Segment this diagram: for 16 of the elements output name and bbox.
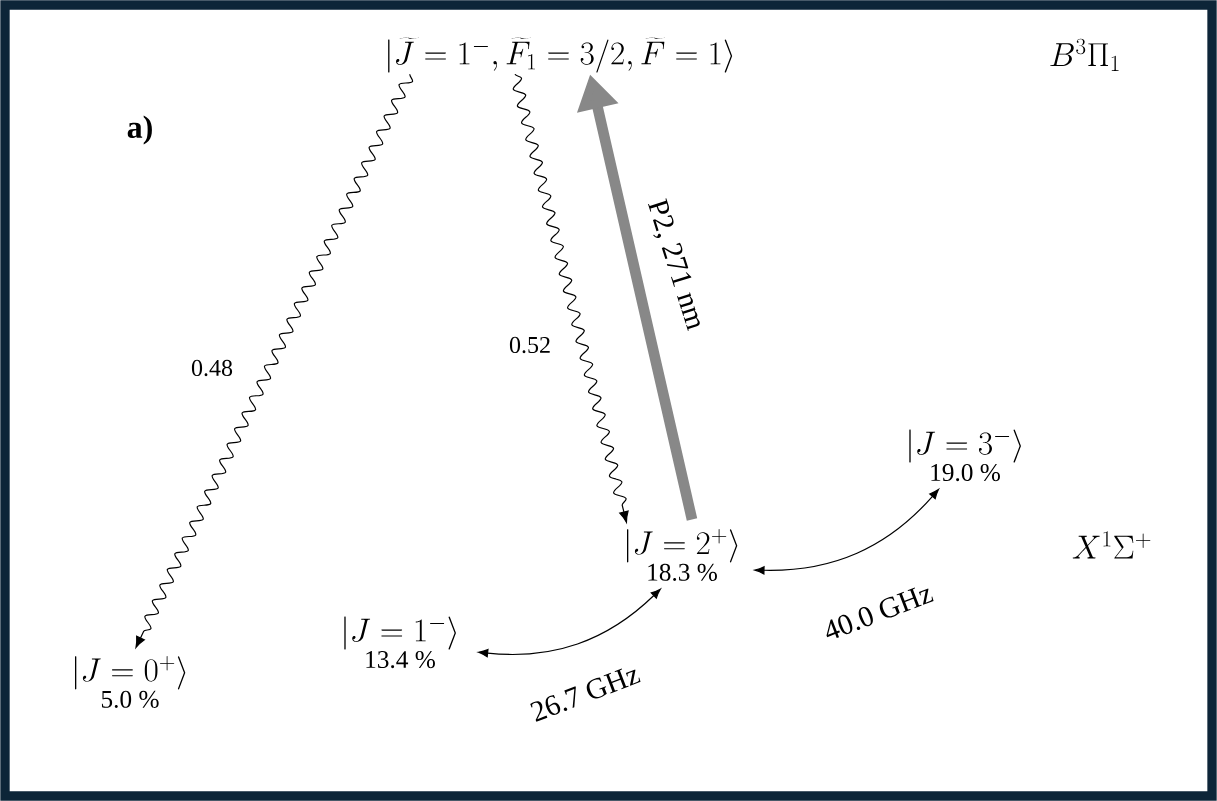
state-label: $|J=2^+\rangle$ 18.3 %	[627, 529, 738, 581]
edge-label: 26.7 GHz	[526, 661, 644, 725]
state-label: $|\widetilde{J}=1^-, \widetilde{F_1}=3/2, \widetilde{F}=1\rangle$	[388, 37, 733, 73]
edge-label: P2, 271 nm	[641, 195, 709, 335]
term-symbol: $B^3\Pi_1$	[1050, 38, 1119, 71]
double-arrow	[478, 588, 661, 658]
state-label: $|J=0^+\rangle$ 5.0 %	[75, 656, 186, 708]
panel-label: a)	[127, 115, 152, 145]
term-symbol: $X^1\Sigma^+$	[1072, 531, 1151, 559]
state-label: $|J=1^-\rangle$ 13.4 %	[344, 616, 456, 669]
edge-label: 0.48	[189, 358, 235, 378]
double-arrow	[754, 488, 940, 575]
wavy-arrow	[512, 73, 629, 523]
edge-label: 40.0 GHz	[819, 580, 937, 644]
state-label: $|J=3^-\rangle$ 19.0 %	[909, 429, 1021, 482]
edge-label: 0.52	[507, 335, 553, 355]
